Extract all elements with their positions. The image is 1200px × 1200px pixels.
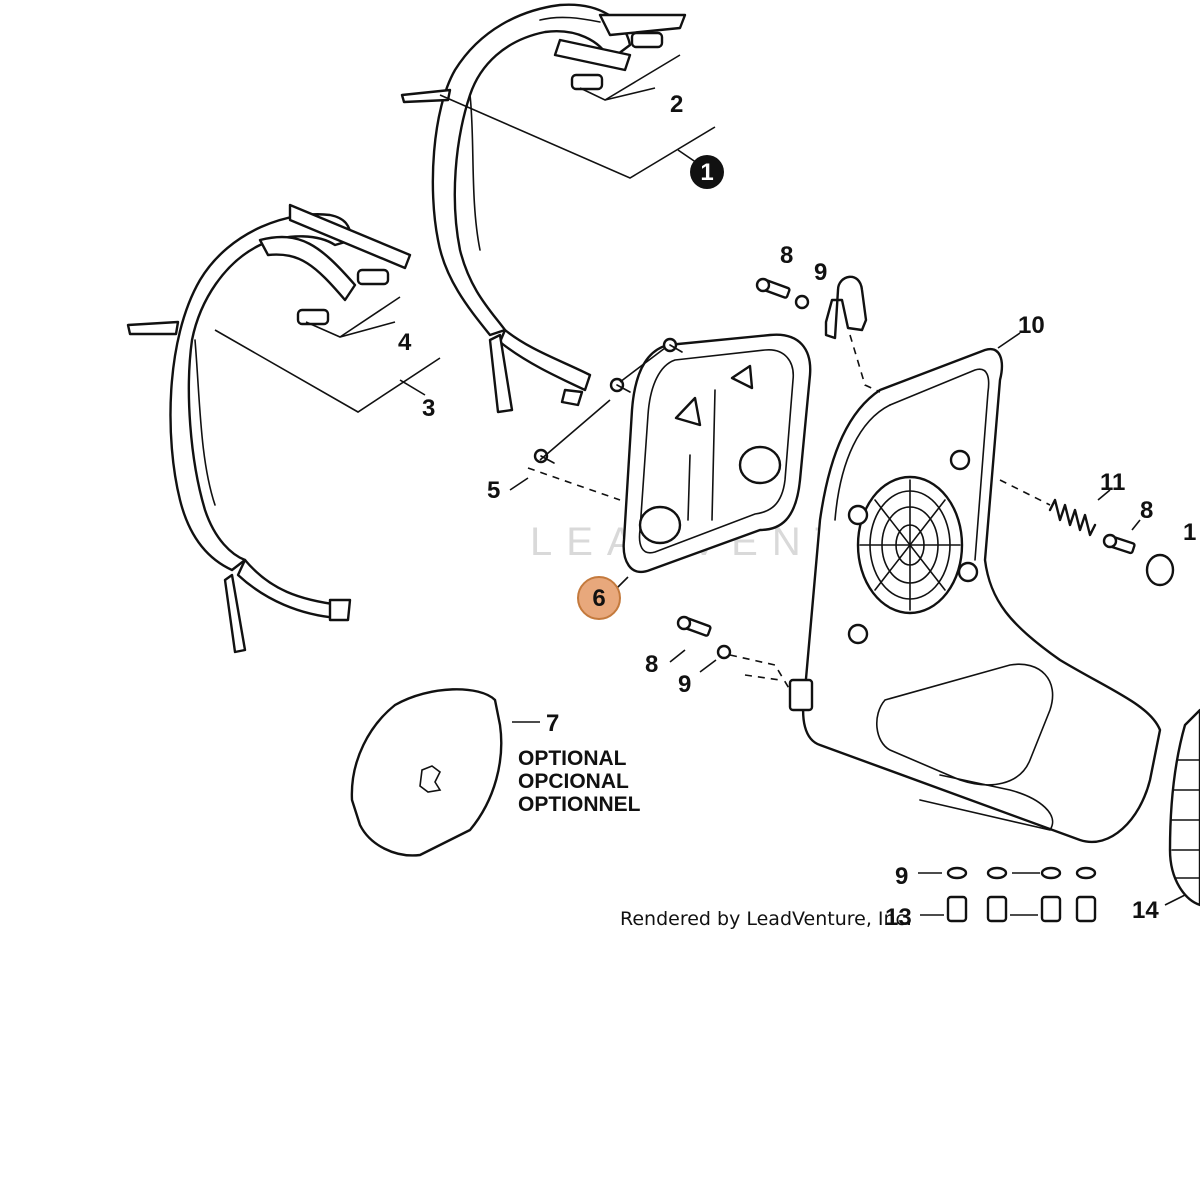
callout-8-mid[interactable]: 8 <box>645 651 658 678</box>
callout-label: 6 <box>592 585 605 612</box>
callout-label: 8 <box>1140 497 1153 524</box>
bolt-row[interactable] <box>946 895 1097 923</box>
push-pin[interactable] <box>533 448 555 464</box>
note-line: OPTIONNEL <box>518 793 641 816</box>
washer-row[interactable] <box>946 866 1097 880</box>
callout-3[interactable]: 3 <box>422 395 435 422</box>
fan-grille <box>856 475 964 615</box>
callout-label: 13 <box>885 904 912 931</box>
backplate-housing[interactable] <box>788 347 1162 843</box>
push-pin[interactable] <box>662 337 683 353</box>
washer[interactable] <box>716 644 732 660</box>
optional-disc[interactable] <box>350 688 503 857</box>
back-pad[interactable] <box>622 333 812 574</box>
note-line: OPCIONAL <box>518 770 629 793</box>
mount-bracket <box>788 678 814 712</box>
screw[interactable] <box>676 615 712 637</box>
optional-note: OPTIONAL OPCIONAL OPTIONNEL <box>518 747 641 816</box>
callout-8-top[interactable]: 8 <box>780 242 793 269</box>
callout-label: 9 <box>814 259 827 286</box>
callout-13[interactable]: 13 <box>885 904 912 931</box>
callout-11[interactable]: 11 <box>1100 469 1125 496</box>
callout-12[interactable]: 1 <box>1183 519 1196 546</box>
callout-label: 9 <box>678 671 691 698</box>
callout-label: 5 <box>487 477 500 504</box>
buckle-clip <box>630 31 664 49</box>
buckle-clip <box>296 308 330 326</box>
callout-9-mid[interactable]: 9 <box>678 671 691 698</box>
callout-4[interactable]: 4 <box>398 329 412 356</box>
callout-label: 2 <box>670 91 683 118</box>
callout-5[interactable]: 5 <box>487 477 500 504</box>
harness-upper[interactable] <box>400 3 687 414</box>
callout-10[interactable]: 10 <box>1018 312 1045 339</box>
callout-6[interactable]: 6 <box>577 576 621 620</box>
washer[interactable] <box>794 294 810 310</box>
buckle-clip <box>356 268 390 286</box>
callout-label: 10 <box>1018 312 1045 339</box>
harness-lower[interactable] <box>126 203 412 654</box>
callout-label: 3 <box>422 395 435 422</box>
hook-bracket[interactable] <box>824 275 868 340</box>
callout-label: 1 <box>1183 519 1196 546</box>
spring[interactable] <box>1048 498 1097 537</box>
callout-1[interactable]: 1 <box>690 155 724 189</box>
leader-lines <box>214 54 1186 916</box>
callout-7[interactable]: 7 <box>546 710 559 737</box>
engine-fins[interactable] <box>1168 708 1200 907</box>
callout-label: 4 <box>398 329 412 356</box>
highlight-circle <box>577 576 621 620</box>
callout-label: 1 <box>700 159 713 186</box>
callout-label: 8 <box>645 651 658 678</box>
credit-text: Rendered by LeadVenture, Inc. <box>620 908 912 930</box>
callout-label: 9 <box>895 863 908 890</box>
callout-label: 7 <box>546 710 559 737</box>
callout-9-bottom[interactable]: 9 <box>895 863 908 890</box>
nut[interactable] <box>1145 553 1175 587</box>
callout-2[interactable]: 2 <box>670 91 683 118</box>
callout-label: 8 <box>780 242 793 269</box>
buckle-clip <box>570 73 604 91</box>
callout-8-right[interactable]: 8 <box>1140 497 1153 524</box>
callout-label: 11 <box>1100 469 1125 496</box>
screw[interactable] <box>755 277 791 299</box>
callout-14[interactable]: 14 <box>1132 897 1159 924</box>
callout-label: 14 <box>1132 897 1159 924</box>
screw[interactable] <box>1102 533 1136 555</box>
note-line: OPTIONAL <box>518 747 627 770</box>
callout-9-top[interactable]: 9 <box>814 259 827 286</box>
